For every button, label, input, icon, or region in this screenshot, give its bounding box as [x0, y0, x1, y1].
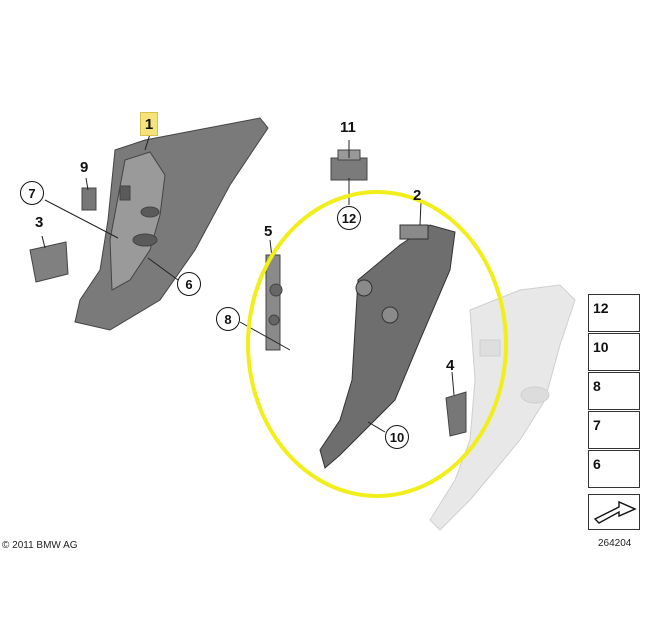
callout-3: 3: [35, 214, 44, 231]
callout-2: 2: [413, 187, 422, 204]
legend-cell-arrow: [588, 494, 640, 530]
callout-11: 11: [340, 119, 356, 136]
callout-7: 7: [20, 181, 44, 205]
diagram-reference-number: 264204: [598, 538, 632, 549]
legend-cell-12: 12: [588, 294, 640, 332]
legend-label-8: 8: [593, 378, 601, 394]
fastener-legend: 12 10 8 7 6: [588, 294, 645, 546]
callout-5: 5: [264, 223, 273, 240]
legend-label-10: 10: [593, 339, 609, 355]
legend-cell-6: 6: [588, 450, 640, 488]
copyright-text: © 2011 BMW AG: [2, 540, 78, 551]
part-1-trim: [74, 117, 269, 331]
callout-6: 6: [177, 272, 201, 296]
callout-4: 4: [446, 357, 455, 374]
callout-12: 12: [337, 206, 361, 230]
callout-9: 9: [80, 159, 89, 176]
legend-cell-8: 8: [588, 372, 640, 410]
arrow-icon: [593, 500, 637, 524]
part-9-clip: [81, 187, 97, 211]
legend-cell-10: 10: [588, 333, 640, 371]
legend-label-12: 12: [593, 300, 609, 316]
callout-1: 1: [140, 112, 158, 136]
highlight-ellipse: [246, 190, 508, 498]
callout-10: 10: [385, 425, 409, 449]
legend-cell-7: 7: [588, 411, 640, 449]
callout-8: 8: [216, 307, 240, 331]
part-3-cover: [29, 241, 69, 283]
legend-label-6: 6: [593, 456, 601, 472]
legend-label-7: 7: [593, 417, 601, 433]
